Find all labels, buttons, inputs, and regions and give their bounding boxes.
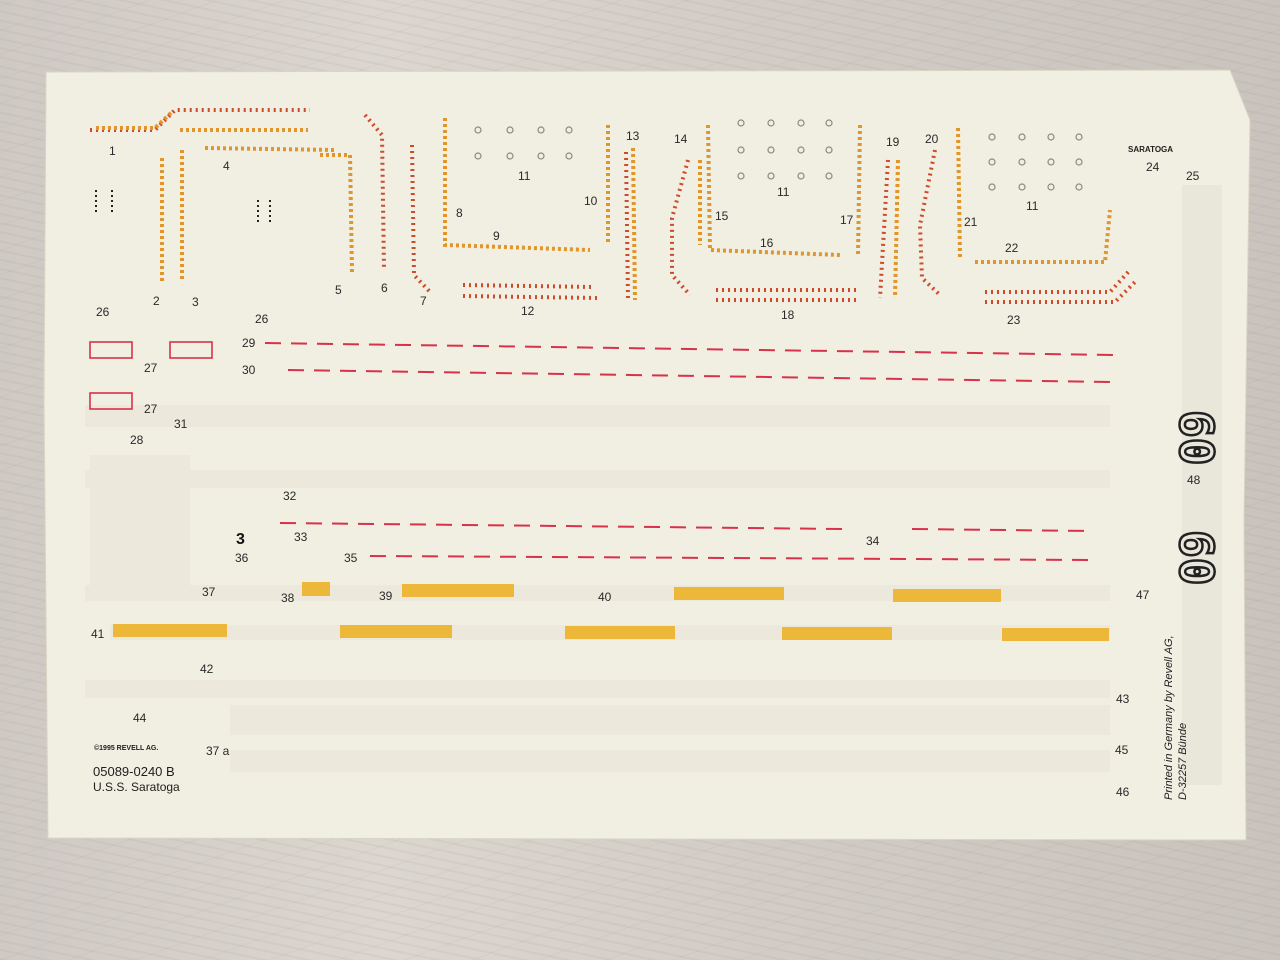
small-black-marks: [95, 190, 271, 222]
svg-text:31: 31: [174, 417, 188, 431]
svg-text:20: 20: [925, 132, 939, 146]
svg-text:14: 14: [674, 132, 688, 146]
svg-text:41: 41: [91, 627, 105, 641]
right-edge-clear-strip: [1182, 185, 1222, 785]
ring-decals: [474, 119, 1083, 191]
red-box-27a: [89, 341, 133, 359]
svg-text:1: 1: [109, 144, 116, 158]
svg-text:36: 36: [235, 551, 249, 565]
svg-text:23: 23: [1007, 313, 1021, 327]
svg-text:34: 34: [866, 534, 880, 548]
svg-text:15: 15: [715, 209, 729, 223]
svg-text:25: 25: [1186, 169, 1200, 183]
svg-text:17: 17: [840, 213, 854, 227]
svg-text:3: 3: [192, 295, 199, 309]
svg-text:27: 27: [144, 361, 158, 375]
copyright-text: ©1995 REVELL AG.: [94, 744, 158, 752]
svg-text:48: 48: [1187, 473, 1201, 487]
svg-text:42: 42: [200, 662, 214, 676]
svg-text:11: 11: [777, 185, 790, 199]
svg-text:7: 7: [420, 294, 427, 308]
svg-text:44: 44: [133, 711, 147, 725]
svg-text:8: 8: [456, 206, 463, 220]
svg-text:21: 21: [964, 215, 978, 229]
decal-paper: [43, 69, 1251, 841]
svg-text:6: 6: [381, 281, 388, 295]
svg-text:19: 19: [886, 135, 900, 149]
svg-text:5: 5: [335, 283, 342, 297]
svg-text:37 a: 37 a: [206, 744, 230, 758]
svg-text:35: 35: [344, 551, 358, 565]
svg-text:22: 22: [1005, 241, 1019, 255]
red-dashed-deck-lines: [264, 342, 1116, 561]
svg-text:40: 40: [598, 590, 612, 604]
svg-text:13: 13: [626, 129, 640, 143]
svg-text:10: 10: [584, 194, 598, 208]
hull-number-60-a: 60: [1169, 410, 1223, 465]
yellow-deck-bars: [113, 582, 1109, 641]
svg-text:45: 45: [1115, 743, 1129, 757]
svg-text:33: 33: [294, 530, 308, 544]
svg-text:27: 27: [144, 402, 158, 416]
saratoga-name-decal: SARATOGA: [1128, 145, 1173, 154]
kit-name-text: U.S.S. Saratoga: [93, 780, 180, 794]
hull-number-60-b: 60: [1169, 530, 1223, 585]
svg-text:9: 9: [493, 229, 500, 243]
svg-text:30: 30: [242, 363, 256, 377]
svg-text:11: 11: [518, 169, 531, 183]
decal-number-labels: 1 2 3 4 5 6 7 8 9 10 11 11 11 12 13 14 1…: [91, 129, 1201, 799]
svg-text:2: 2: [153, 294, 160, 308]
svg-text:16: 16: [760, 236, 774, 250]
svg-text:Printed in Germany by Revell A: Printed in Germany by Revell AG,: [1163, 635, 1175, 800]
svg-text:28: 28: [130, 433, 144, 447]
svg-text:43: 43: [1116, 692, 1130, 706]
svg-text:29: 29: [242, 336, 256, 350]
svg-text:12: 12: [521, 304, 535, 318]
svg-text:26: 26: [96, 305, 110, 319]
svg-text:38: 38: [281, 591, 295, 605]
svg-text:39: 39: [379, 589, 393, 603]
svg-text:32: 32: [283, 489, 297, 503]
svg-text:11: 11: [1026, 199, 1039, 213]
svg-text:46: 46: [1116, 785, 1130, 799]
svg-text:26: 26: [255, 312, 269, 326]
svg-text:18: 18: [781, 308, 795, 322]
red-box-27b: [169, 341, 213, 359]
hazard-stripe-decals: [90, 108, 1137, 304]
svg-text:24: 24: [1146, 160, 1160, 174]
red-box-27c: [89, 392, 133, 410]
small-black-3-mark: 3: [236, 531, 245, 548]
part-number-text: 05089-0240 B: [93, 764, 175, 779]
svg-text:47: 47: [1136, 588, 1150, 602]
svg-text:37: 37: [202, 585, 216, 599]
svg-text:4: 4: [223, 159, 230, 173]
svg-text:D-32257 Bünde: D-32257 Bünde: [1177, 723, 1189, 800]
printed-in-germany-text: Printed in Germany by Revell AG, D-32257…: [1163, 635, 1189, 800]
